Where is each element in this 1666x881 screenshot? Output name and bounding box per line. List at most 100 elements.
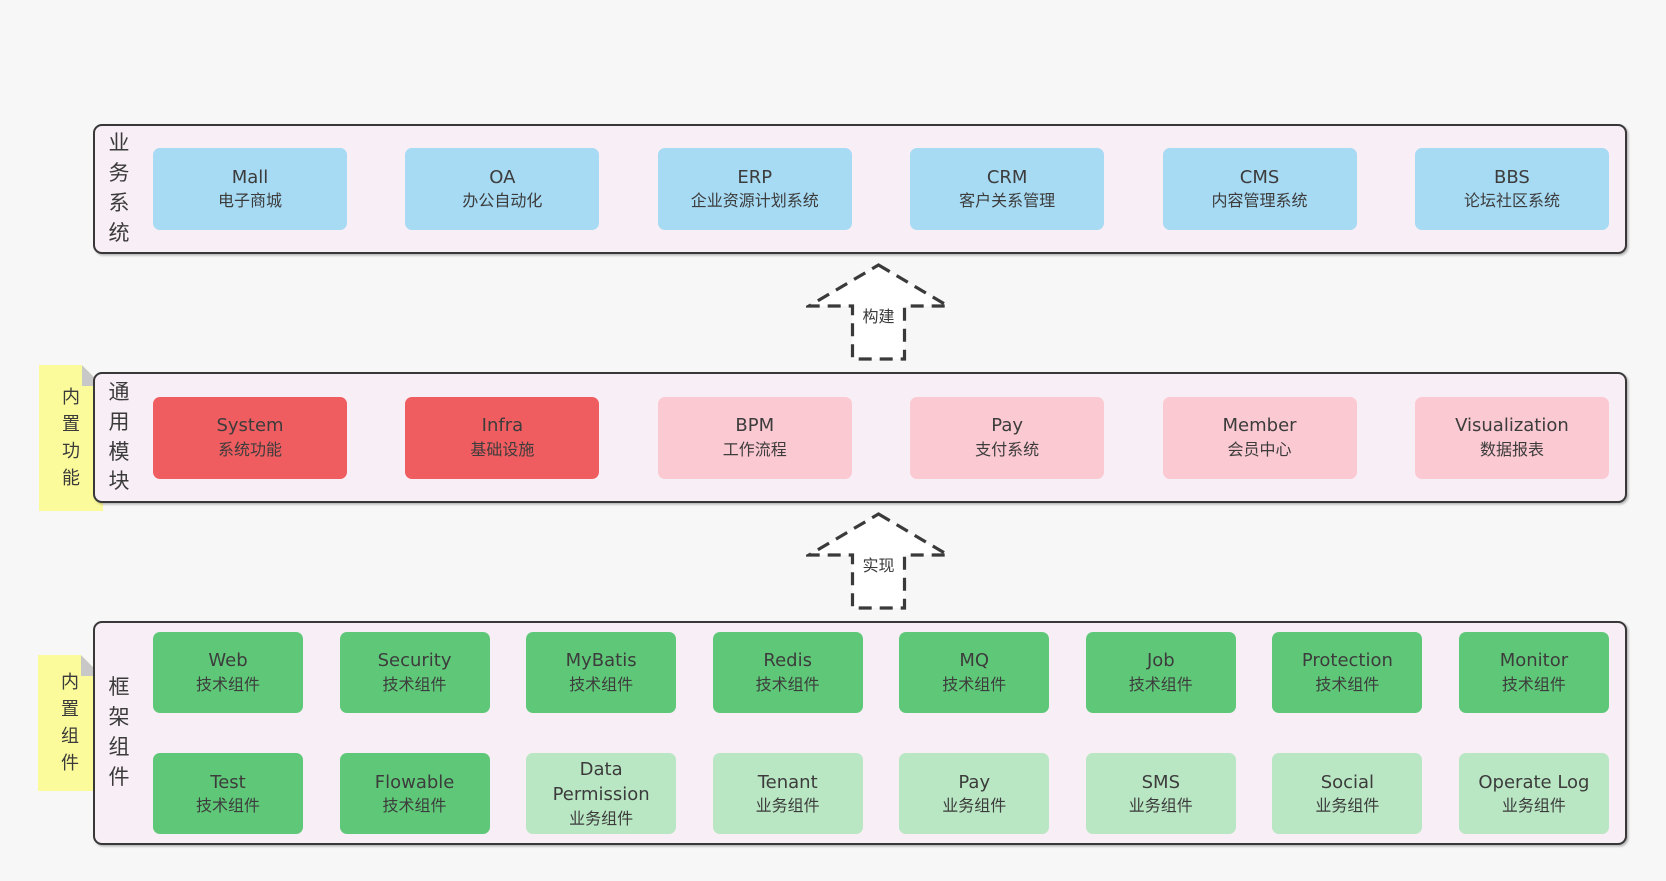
node-subtitle: 工作流程 — [722, 439, 787, 459]
layer-label-common-modules: 通用模块 — [95, 374, 143, 501]
node-biz-oa: OA 办公自动化 — [405, 148, 600, 230]
node-title: MQ — [959, 650, 990, 672]
node-title: OA — [489, 166, 516, 188]
node-title: Security — [377, 650, 452, 672]
node-title: Pay — [991, 415, 1024, 437]
node-title: CRM — [986, 166, 1028, 188]
node-subtitle: 业务组件 — [1128, 796, 1193, 816]
arrow-build-label: 构建 — [858, 302, 899, 328]
node-comp2-sms: SMS 业务组件 — [1085, 753, 1236, 835]
node-subtitle: 客户关系管理 — [959, 191, 1056, 211]
node-title: BBS — [1494, 166, 1530, 188]
layer-label-framework-components: 框架组件 — [95, 623, 143, 843]
arrow-build: 构建 — [806, 262, 951, 362]
layer-label-text: 框架组件 — [108, 675, 130, 789]
node-subtitle: 技术组件 — [1501, 674, 1566, 694]
node-title: Test — [210, 771, 246, 793]
node-subtitle: 内容管理系统 — [1211, 191, 1308, 211]
node-title: Redis — [763, 650, 812, 672]
node-title: Flowable — [374, 771, 455, 793]
node-title: BPM — [735, 415, 775, 437]
node-comp2-tenant: Tenant 业务组件 — [712, 753, 863, 835]
node-subtitle: 技术组件 — [1128, 674, 1193, 694]
node-title: SMS — [1141, 771, 1180, 793]
node-subtitle: 基础设施 — [470, 439, 535, 459]
node-biz-cms: CMS 内容管理系统 — [1162, 148, 1357, 230]
node-title: MyBatis — [565, 650, 637, 672]
node-subtitle: 支付系统 — [975, 439, 1040, 459]
node-subtitle: 技术组件 — [382, 674, 447, 694]
layer-business-systems: 业务系统 Mall 电子商城 OA 办公自动化 ERP 企业资源计划系统 CRM 客户关系管理… — [93, 124, 1627, 254]
arrow-implement: 实现 — [806, 511, 951, 611]
node-comp2-social: Social 业务组件 — [1272, 753, 1423, 835]
layer-label-text: 通用模块 — [108, 379, 130, 494]
node-title: Monitor — [1499, 650, 1569, 672]
sticky-note-text: 内置组件 — [61, 672, 79, 774]
node-subtitle: 技术组件 — [195, 674, 260, 694]
node-title: Web — [208, 650, 248, 672]
node-biz-bbs: BBS 论坛社区系统 — [1414, 148, 1609, 230]
arrow-implement-label: 实现 — [858, 551, 899, 577]
node-comp2-pay: Pay 业务组件 — [899, 753, 1050, 835]
node-title: Job — [1146, 650, 1175, 672]
node-subtitle: 业务组件 — [1315, 796, 1380, 816]
node-biz-mall: Mall 电子商城 — [153, 148, 347, 230]
node-subtitle: 系统功能 — [217, 439, 282, 459]
node-title: Tenant — [757, 771, 818, 793]
node-subtitle: 企业资源计划系统 — [690, 191, 819, 211]
node-title: Infra — [481, 415, 524, 437]
node-title: Pay — [958, 771, 991, 793]
node-subtitle: 技术组件 — [1315, 674, 1380, 694]
node-title: Mall — [231, 166, 269, 188]
node-subtitle: 数据报表 — [1479, 439, 1544, 459]
node-subtitle: 技术组件 — [942, 674, 1007, 694]
layer-label-business-systems: 业务系统 — [95, 126, 143, 252]
node-subtitle: 业务组件 — [1501, 796, 1566, 816]
node-title: Data Permission — [552, 758, 650, 806]
node-subtitle: 论坛社区系统 — [1463, 191, 1560, 211]
node-subtitle: 业务组件 — [569, 808, 634, 828]
node-subtitle: 电子商城 — [217, 191, 282, 211]
node-subtitle: 会员中心 — [1227, 439, 1292, 459]
node-comp2-flowable: Flowable 技术组件 — [339, 753, 490, 835]
node-biz-erp: ERP 企业资源计划系统 — [657, 148, 852, 230]
node-title: CMS — [1239, 166, 1280, 188]
node-title: Protection — [1301, 650, 1393, 672]
sticky-note-text: 内置功能 — [62, 387, 80, 489]
node-subtitle: 技术组件 — [382, 796, 447, 816]
node-subtitle: 办公自动化 — [462, 191, 543, 211]
node-title: Visualization — [1455, 415, 1569, 437]
node-title: ERP — [737, 166, 773, 188]
node-subtitle: 业务组件 — [942, 796, 1007, 816]
sticky-note-builtin-components: 内置组件 — [38, 655, 102, 791]
node-title: Social — [1320, 771, 1375, 793]
node-title: Operate Log — [1478, 771, 1590, 793]
node-subtitle: 技术组件 — [569, 674, 634, 694]
layer-label-text: 业务系统 — [108, 131, 130, 245]
node-title: System — [216, 415, 284, 437]
node-subtitle: 业务组件 — [755, 796, 820, 816]
node-comp2-operate-log: Operate Log 业务组件 — [1458, 753, 1609, 835]
